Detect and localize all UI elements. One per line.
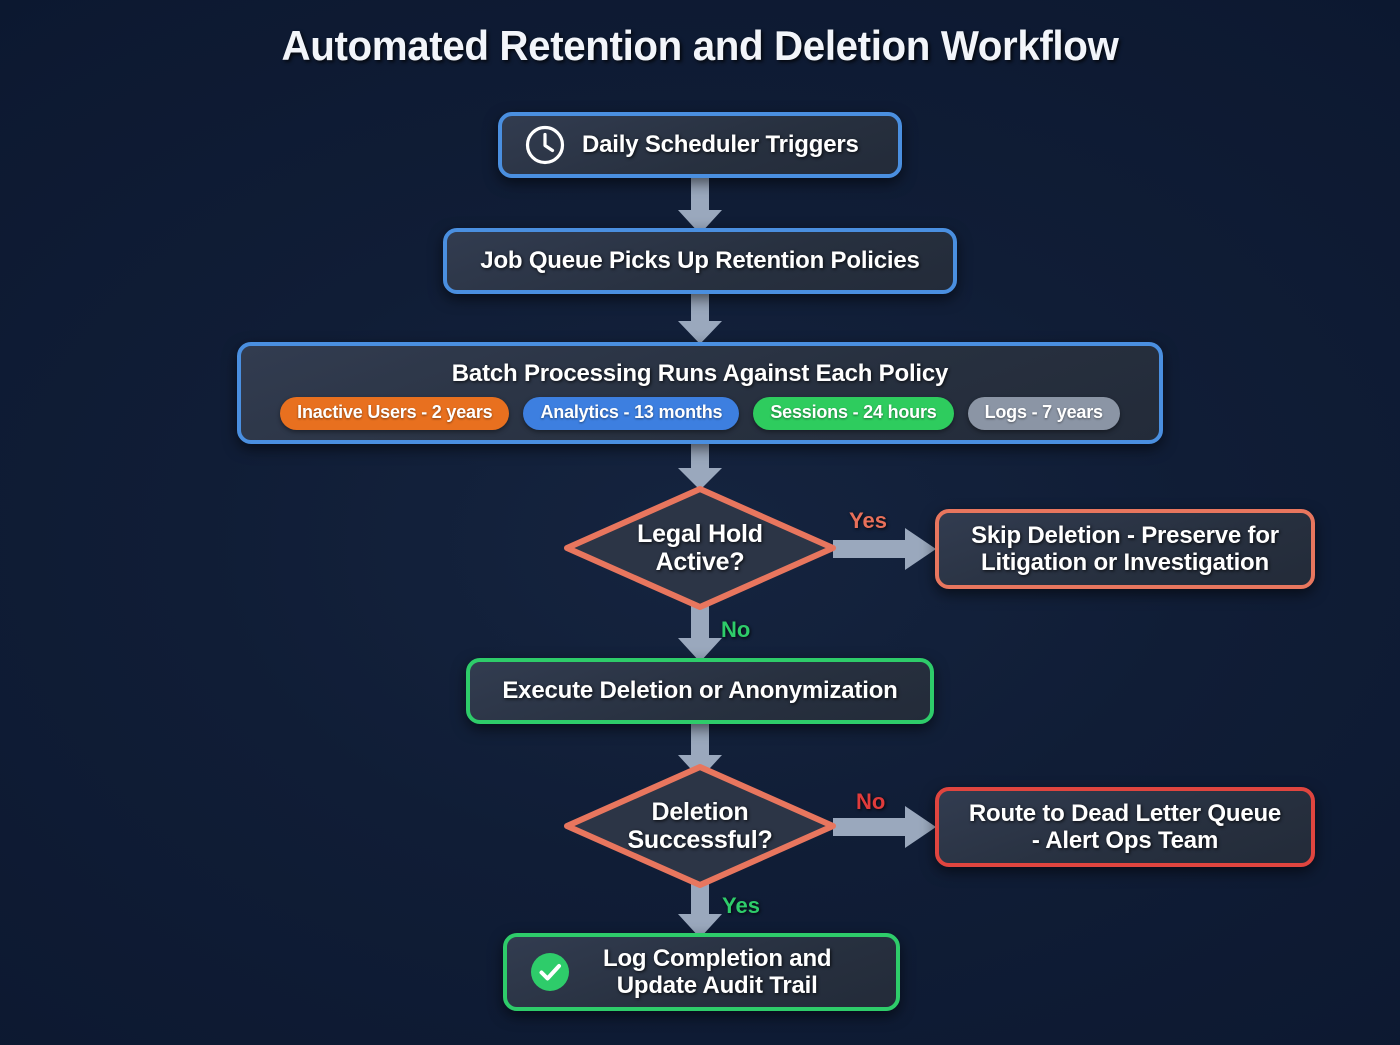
node-label-line2: Litigation or Investigation <box>981 549 1269 576</box>
edge-label-deletion-yes: Yes <box>722 893 760 918</box>
edge-label-legalhold-no: No <box>721 617 751 642</box>
node-label-line2: - Alert Ops Team <box>1031 827 1219 854</box>
retention-policy-badge-row: Inactive Users - 2 years Analytics - 13 … <box>241 397 1159 430</box>
decision-deletion-successful[interactable]: Deletion Successful? <box>563 763 837 889</box>
node-route-to-dead-letter-queue[interactable]: Route to Dead Letter Queue - Alert Ops T… <box>935 787 1315 867</box>
arrow-legalhold-no-to-execute <box>678 606 722 662</box>
decision-legal-hold-active[interactable]: Legal Hold Active? <box>563 485 837 611</box>
arrow-batch-to-legalhold <box>678 442 722 490</box>
arrow-execute-to-deletion <box>678 723 722 779</box>
edge-label-legalhold-yes: Yes <box>849 508 887 533</box>
node-log-completion-update-audit-trail[interactable]: Log Completion and Update Audit Trail <box>503 933 900 1011</box>
node-batch-processing[interactable]: Batch Processing Runs Against Each Polic… <box>237 342 1163 444</box>
arrow-legalhold-yes-to-skip <box>833 528 936 570</box>
edge-label-deletion-no: No <box>856 789 886 814</box>
node-label: Batch Processing Runs Against Each Polic… <box>451 360 949 387</box>
clock-icon <box>525 125 565 165</box>
check-circle-icon <box>531 953 569 991</box>
node-skip-deletion-preserve[interactable]: Skip Deletion - Preserve for Litigation … <box>935 509 1315 589</box>
node-label-stack: Log Completion and Update Audit Trail <box>587 944 832 1000</box>
node-label-line1: Log Completion and <box>603 944 832 972</box>
node-label: Execute Deletion or Anonymization <box>502 677 898 705</box>
node-label-line2: Update Audit Trail <box>616 972 818 999</box>
arrow-scheduler-to-jobqueue <box>678 176 722 234</box>
arrow-deletion-no-to-deadletter <box>833 806 936 848</box>
badge-inactive-users[interactable]: Inactive Users - 2 years <box>280 397 510 430</box>
arrow-jobqueue-to-batch <box>678 291 722 344</box>
arrow-deletion-yes-to-log <box>678 880 722 938</box>
badge-analytics[interactable]: Analytics - 13 months <box>523 397 740 430</box>
badge-sessions[interactable]: Sessions - 24 hours <box>753 397 954 430</box>
node-job-queue-picks-up-retention-policies[interactable]: Job Queue Picks Up Retention Policies <box>443 228 957 294</box>
badge-logs[interactable]: Logs - 7 years <box>967 397 1120 430</box>
node-label-line1: Route to Dead Letter Queue <box>968 799 1282 827</box>
node-label: Daily Scheduler Triggers <box>582 131 859 159</box>
node-execute-deletion-or-anonymization[interactable]: Execute Deletion or Anonymization <box>466 658 934 724</box>
node-daily-scheduler-triggers[interactable]: Daily Scheduler Triggers <box>498 112 902 178</box>
node-label: Job Queue Picks Up Retention Policies <box>480 247 920 275</box>
page-title: Automated Retention and Deletion Workflo… <box>281 22 1119 69</box>
node-label-line1: Skip Deletion - Preserve for <box>971 521 1279 549</box>
